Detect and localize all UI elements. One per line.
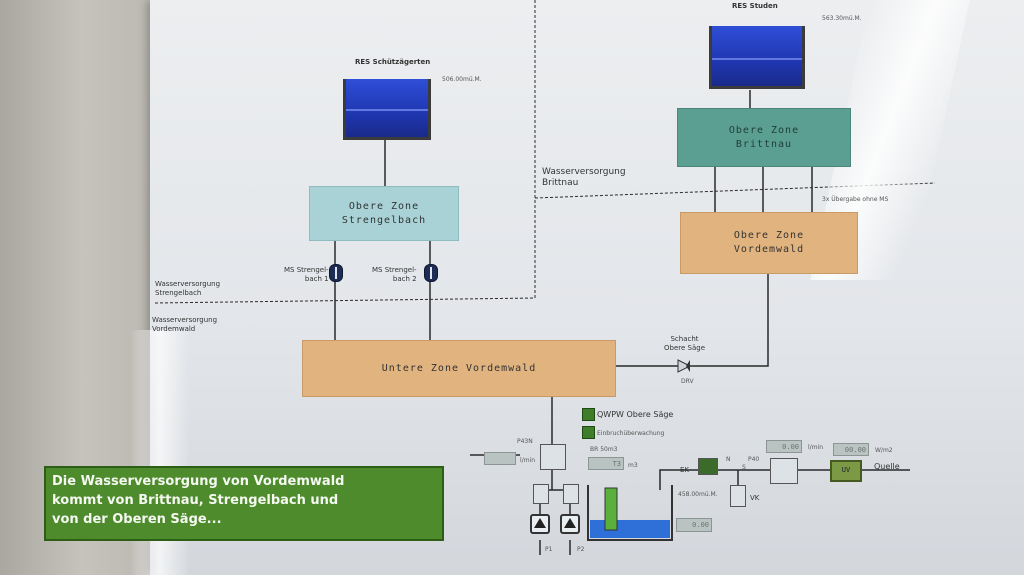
label-level-bottom: 458.00mü.M. [678, 491, 718, 498]
zone-obere-vordemwald: Obere Zone Vordemwald [680, 212, 858, 274]
label-qwpw: QWPW Obere Säge [597, 410, 674, 419]
valve-vk[interactable] [730, 485, 746, 507]
caption-line-1: Die Wasserversorgung von Vordemwald [52, 474, 345, 489]
qwpw-basin [587, 485, 673, 541]
tank-right-level: 563.30mü.M. [822, 15, 862, 22]
qwpw-indicator [582, 408, 595, 421]
display-flow-left [484, 452, 516, 465]
ms2-valve-icon[interactable] [424, 264, 438, 282]
tank-left-name: RES Schützägerten [355, 58, 431, 66]
display-p40: 0.00 [766, 440, 802, 453]
display-level: 0.00 [676, 518, 712, 532]
flowmeter-p43n[interactable] [540, 444, 566, 470]
ms1-valve-icon[interactable] [329, 264, 343, 282]
valve-p1-top[interactable] [533, 484, 549, 504]
label-ms2: MS Strengel- bach 2 [372, 266, 417, 283]
label-p43n: P43N [517, 438, 533, 445]
label-p2: P2 [577, 546, 585, 553]
label-wv-brittnau: Wasserversorgung Brittnau [542, 167, 626, 188]
tank-right-name: RES Studen [732, 2, 778, 10]
qwpw-level-bar [604, 487, 618, 531]
label-s: S [742, 464, 746, 471]
label-m3: m3 [628, 462, 638, 469]
label-lmin-right: l/min [808, 444, 824, 451]
label-vk: VK [750, 494, 760, 502]
flowmeter-p40[interactable] [770, 458, 798, 484]
zone-untere-vordemwald: Untere Zone Vordemwald [302, 340, 616, 397]
caption-box: Die Wasserversorgung von Vordemwald komm… [44, 466, 444, 541]
label-wv-strengelbach: Wasserversorgung Strengelbach [155, 280, 221, 297]
label-ms1: MS Strengel- bach 1 [284, 266, 329, 283]
label-drv: DRV [681, 378, 694, 385]
label-schacht: Schacht Obere Säge [664, 335, 705, 352]
label-uebergabe: 3x Übergabe ohne MS [822, 196, 889, 203]
pipe-quelle [659, 469, 910, 490]
tank-studen [709, 26, 805, 89]
valve-ek[interactable] [698, 458, 718, 475]
caption-line-2: kommt von Brittnau, Strengelbach und [52, 493, 339, 508]
label-br: BR 50m3 [590, 446, 618, 453]
label-wm2: W/m2 [875, 447, 893, 454]
caption-line-3: von der Oberen Säge... [52, 512, 222, 527]
zone-obere-brittnau: Obere Zone Brittnau [677, 108, 851, 167]
einbruch-indicator [582, 426, 595, 439]
label-n: N [726, 456, 731, 463]
label-p40: P40 [748, 456, 760, 463]
display-br: T3 [588, 457, 624, 470]
drv-valve-icon [677, 359, 692, 373]
label-p1: P1 [545, 546, 553, 553]
valve-p2-top[interactable] [563, 484, 579, 504]
pipe-schacht [615, 272, 769, 367]
label-einbruch: Einbruchüberwachung [597, 430, 665, 437]
display-uv-intensity: 00.00 [833, 443, 869, 456]
qwpw-basin-water [590, 520, 670, 538]
boundary-strengelbach [154, 297, 536, 304]
zone-obere-strengelbach: Obere Zone Strengelbach [309, 186, 459, 241]
label-wv-vordemwald: Wasserversorgung Vordemwald [152, 316, 218, 333]
uv-unit[interactable]: UV [830, 460, 862, 482]
label-ek: EK [680, 466, 690, 474]
pump-p1-icon[interactable] [530, 514, 550, 534]
pump-p2-icon[interactable] [560, 514, 580, 534]
tank-schuetzaegerten [343, 79, 431, 140]
boundary-brittnau [534, 182, 936, 199]
tank-left-level: 506.00mü.M. [442, 76, 482, 83]
label-quelle: Quelle [874, 462, 900, 471]
label-lmin-left: l/min [520, 457, 536, 464]
